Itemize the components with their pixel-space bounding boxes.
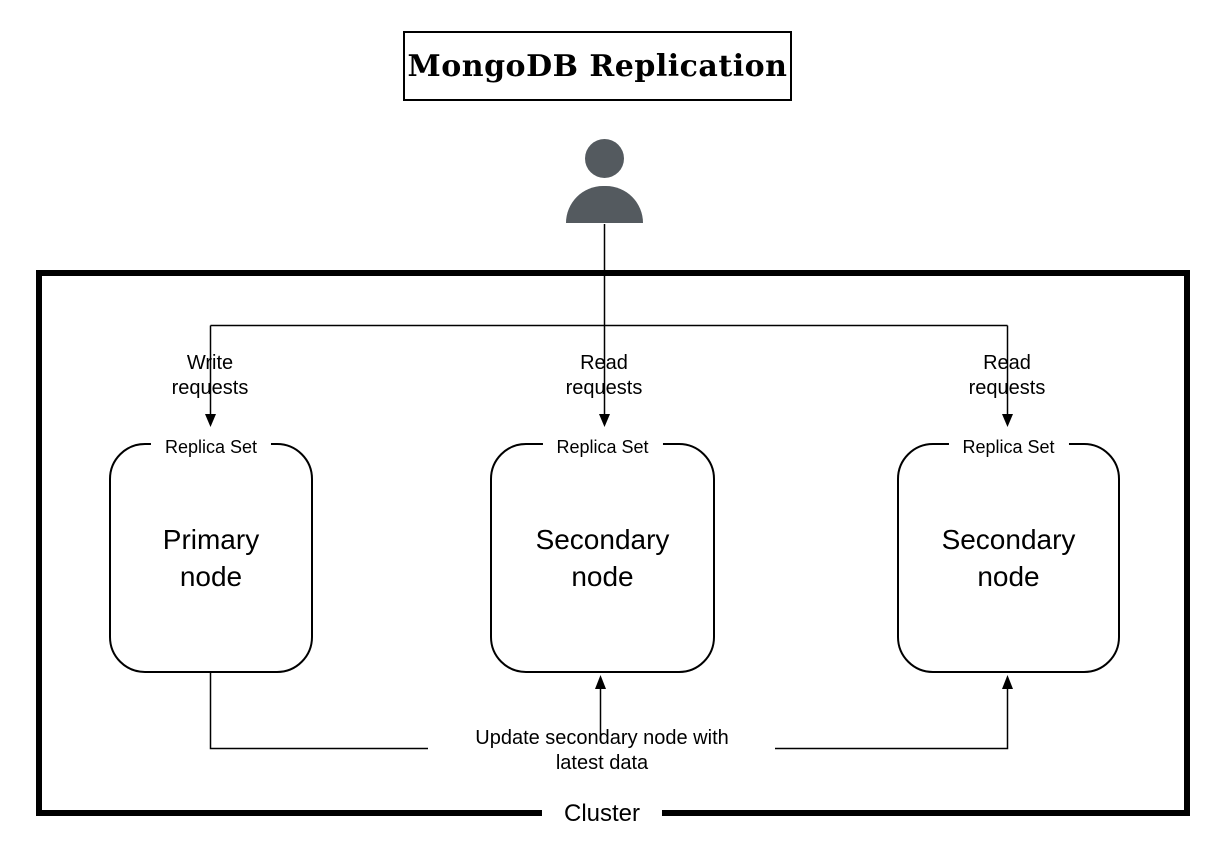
secondary-node-box-2: Replica Set Secondary node: [897, 435, 1120, 673]
node-name: Primary node: [162, 524, 260, 592]
read-requests-label-right: Read requests: [968, 352, 1046, 399]
person-icon-body: [566, 186, 643, 223]
secondary-node-box-1: Replica Set Secondary node: [490, 435, 715, 673]
node-name: Secondary node: [535, 524, 670, 592]
update-flow-label: Update secondary node with latest data: [475, 727, 729, 774]
replica-set-label: Replica Set: [542, 435, 663, 459]
replica-set-label: Replica Set: [150, 435, 272, 459]
cluster-label: Cluster: [541, 799, 663, 829]
node-name: Secondary node: [941, 524, 1076, 592]
read-requests-label-middle: Read requests: [565, 352, 643, 399]
primary-node-box: Replica Set Primary node: [109, 435, 313, 673]
title-box: MongoDB Replication: [403, 31, 792, 101]
write-requests-label: Write requests: [171, 352, 249, 399]
replica-set-label: Replica Set: [948, 435, 1069, 459]
person-icon-head: [585, 139, 624, 178]
diagram-title: MongoDB Replication: [407, 48, 788, 84]
